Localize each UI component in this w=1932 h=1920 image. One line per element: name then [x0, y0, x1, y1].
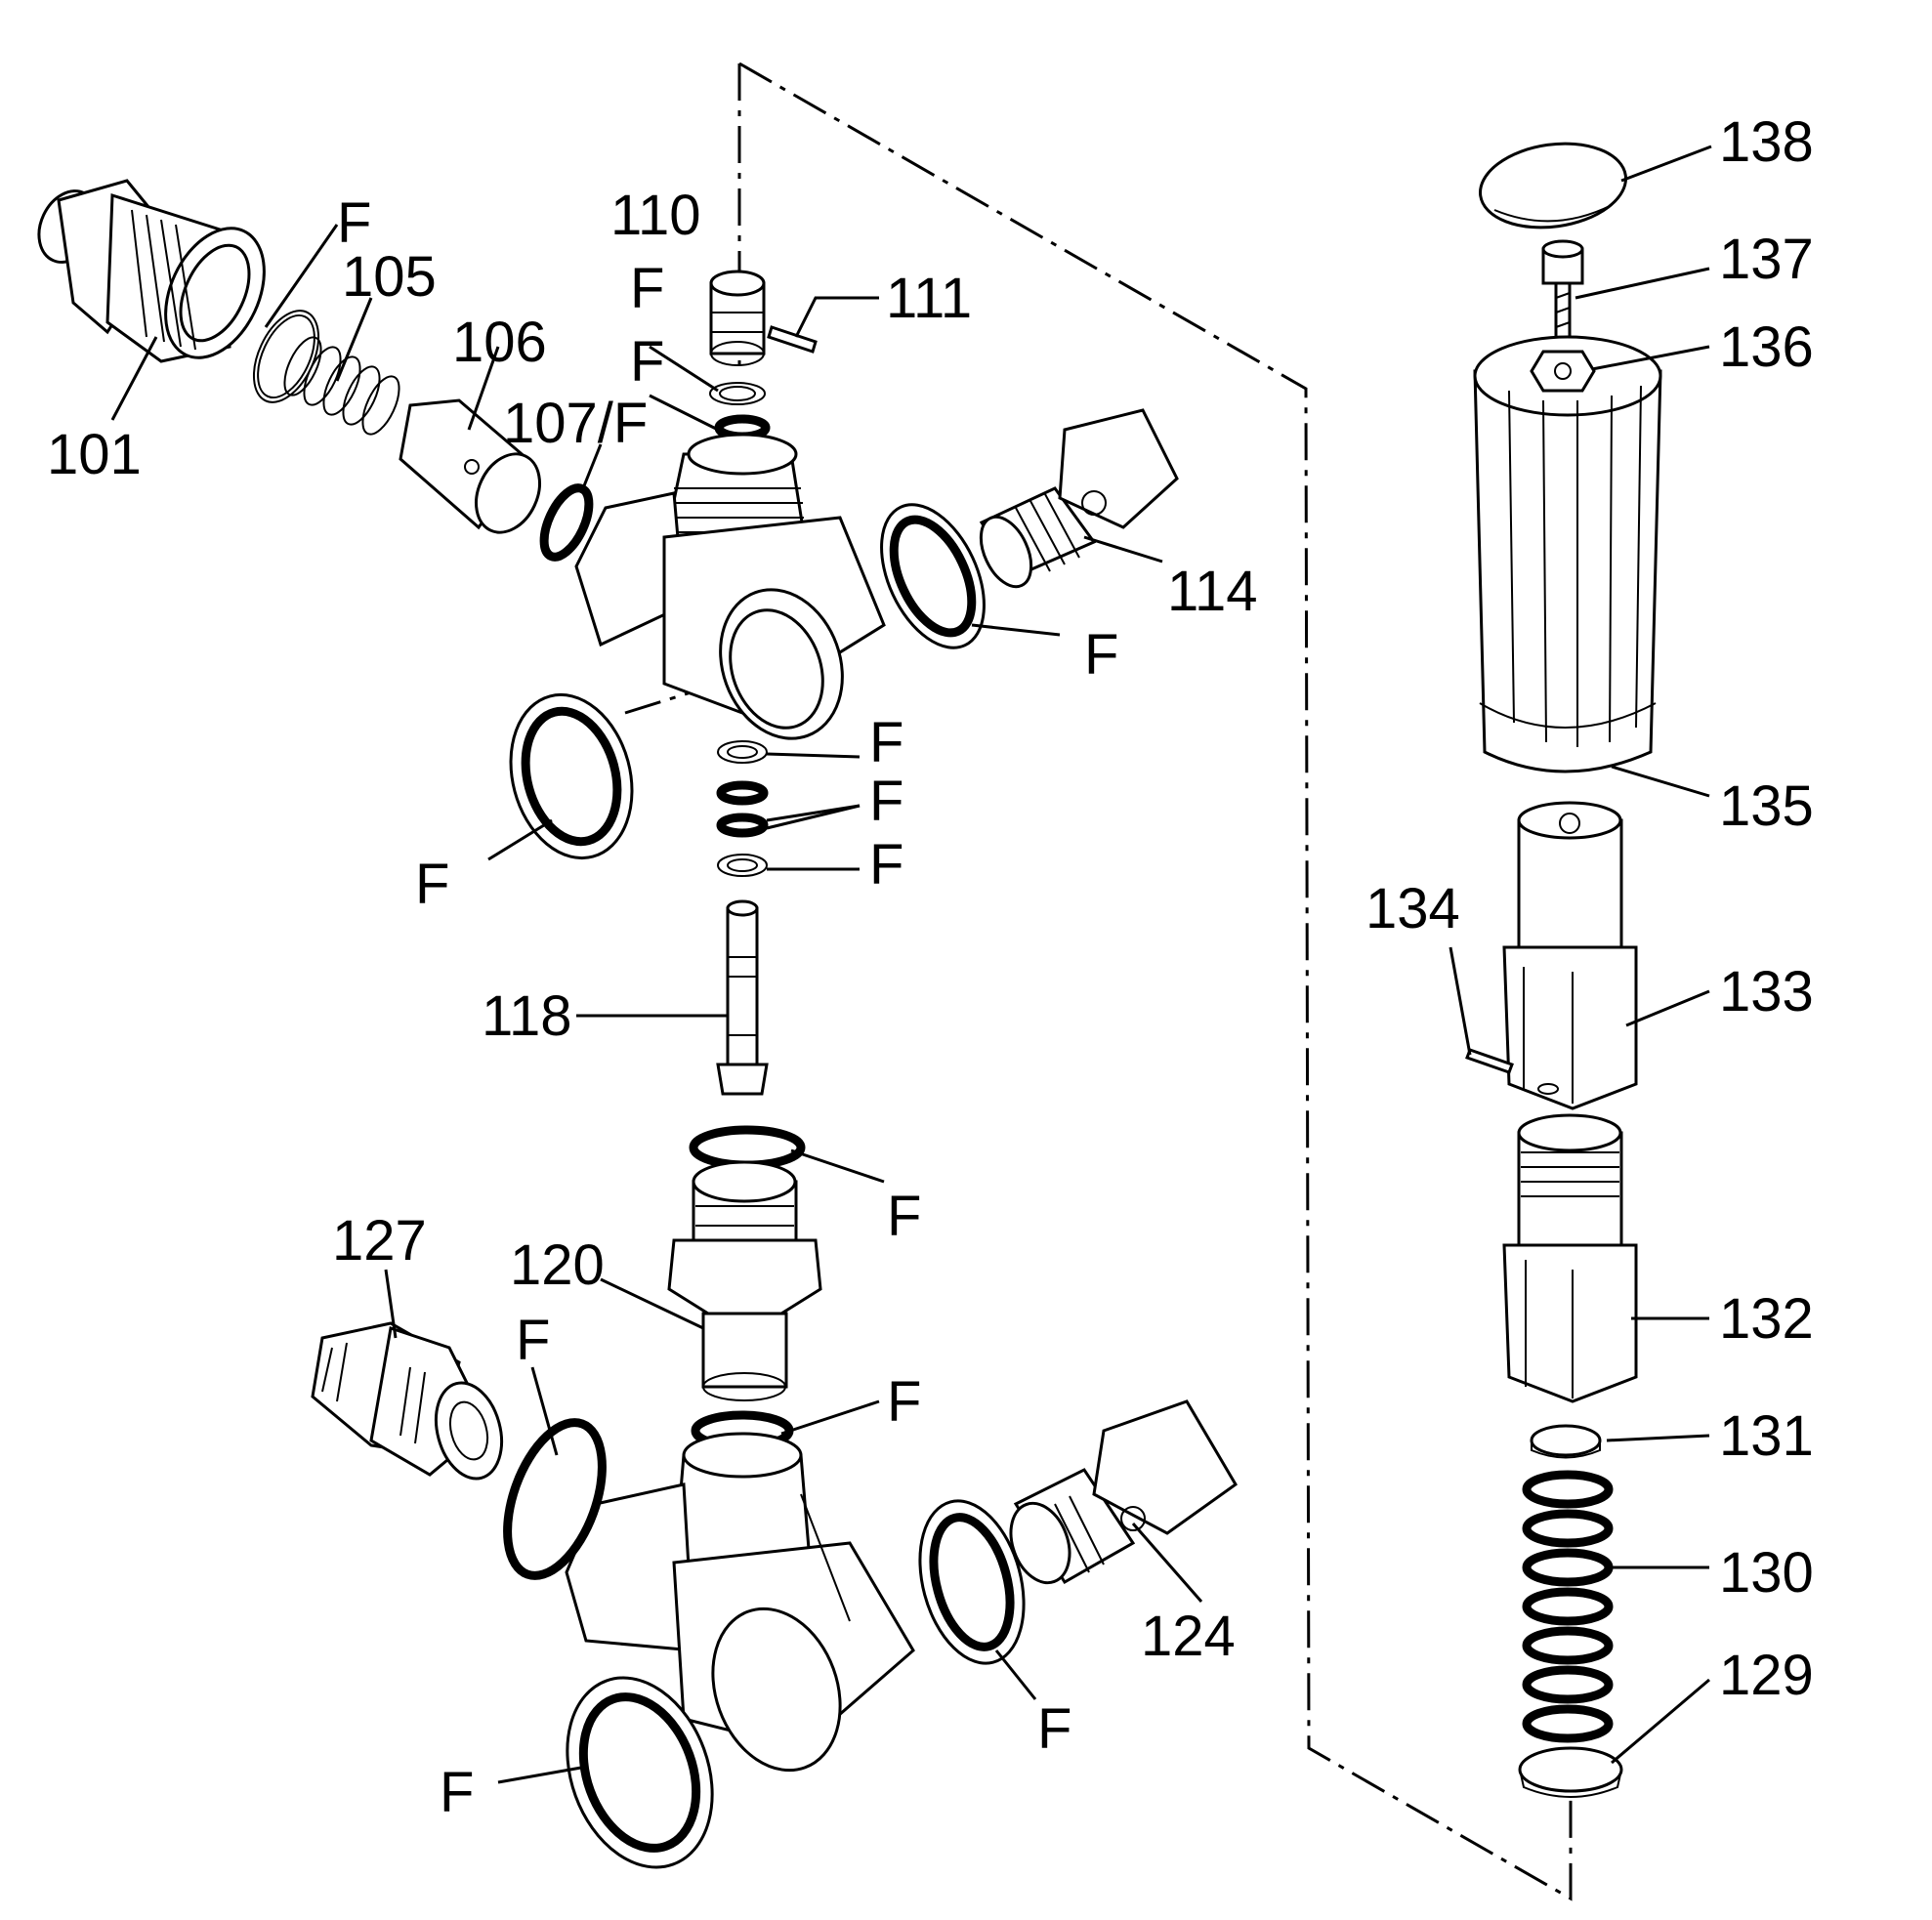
- label-111: 111: [886, 267, 972, 330]
- label-137: 137: [1719, 228, 1814, 291]
- part-124-banjo: [1009, 1399, 1238, 1585]
- label-f-top-2: F: [630, 330, 664, 394]
- label-f-bottom-left: F: [440, 1761, 474, 1824]
- label-f-middle-left: F: [415, 853, 449, 916]
- label-134: 134: [1365, 877, 1460, 940]
- label-106: 106: [452, 311, 547, 374]
- label-136: 136: [1719, 315, 1814, 379]
- label-118: 118: [482, 984, 571, 1048]
- label-107f: 107/F: [503, 392, 648, 455]
- part-114-banjo: [979, 408, 1179, 589]
- part-138-cap: [1479, 142, 1627, 230]
- label-f-washer-2: F: [869, 770, 903, 833]
- part-131-disc: [1530, 1424, 1602, 1459]
- part-105-spring: [283, 336, 400, 436]
- part-118-stem: [716, 899, 769, 1096]
- label-105: 105: [342, 245, 437, 309]
- part-120-fitting: [667, 1160, 822, 1401]
- part-110-plug: [709, 270, 766, 366]
- part-133-sleeve: [1502, 801, 1638, 1110]
- label-130: 130: [1719, 1541, 1814, 1605]
- label-132: 132: [1719, 1287, 1814, 1351]
- part-seal-middle-left: [509, 692, 634, 860]
- part-101-fitting: [37, 179, 266, 363]
- label-101: 101: [47, 423, 142, 486]
- part-seal-bottom-left: [566, 1676, 714, 1869]
- label-f-120-top: F: [887, 1185, 921, 1248]
- label-120: 120: [510, 1233, 605, 1297]
- label-133: 133: [1719, 960, 1814, 1023]
- part-labels: 101 F 105 106 107/F 110 111 F F 114 F F …: [47, 110, 1814, 1824]
- label-f-lower-right: F: [1037, 1697, 1071, 1761]
- part-136-nut: [1530, 350, 1596, 393]
- label-f-washer-1: F: [869, 711, 903, 774]
- part-washer-stack: [716, 740, 769, 877]
- part-135-knob: [1473, 335, 1662, 773]
- part-upper-valve-block: [574, 433, 886, 740]
- label-127: 127: [332, 1209, 427, 1273]
- part-seal-upper-right: [880, 503, 986, 649]
- part-lower-valve-block: [565, 1432, 915, 1773]
- part-130-spring: [1522, 1470, 1614, 1743]
- part-oring-127: [503, 1418, 607, 1580]
- label-131: 131: [1719, 1404, 1814, 1468]
- label-124: 124: [1141, 1605, 1236, 1668]
- part-132-housing: [1502, 1113, 1638, 1403]
- label-f-lower-top: F: [887, 1370, 921, 1434]
- leader-lines: [110, 145, 1712, 1784]
- part-129-seat: [1518, 1746, 1623, 1798]
- part-oring-120-top: [689, 1125, 806, 1170]
- label-f-127: F: [516, 1309, 550, 1372]
- part-134-pin: [1465, 1048, 1514, 1074]
- label-f-upper-left: F: [337, 191, 371, 255]
- part-111-pin: [767, 325, 818, 354]
- part-seal-lower-right: [918, 1499, 1026, 1665]
- label-129: 129: [1719, 1644, 1814, 1707]
- part-106-valve: [399, 398, 541, 534]
- label-114: 114: [1167, 560, 1257, 623]
- label-f-washer-3: F: [869, 833, 903, 897]
- label-138: 138: [1719, 110, 1814, 174]
- label-f-top-1: F: [630, 257, 664, 320]
- label-f-upper-right: F: [1084, 623, 1118, 687]
- label-110: 110: [610, 184, 700, 247]
- label-135: 135: [1719, 774, 1814, 838]
- part-127-fitting: [311, 1321, 504, 1481]
